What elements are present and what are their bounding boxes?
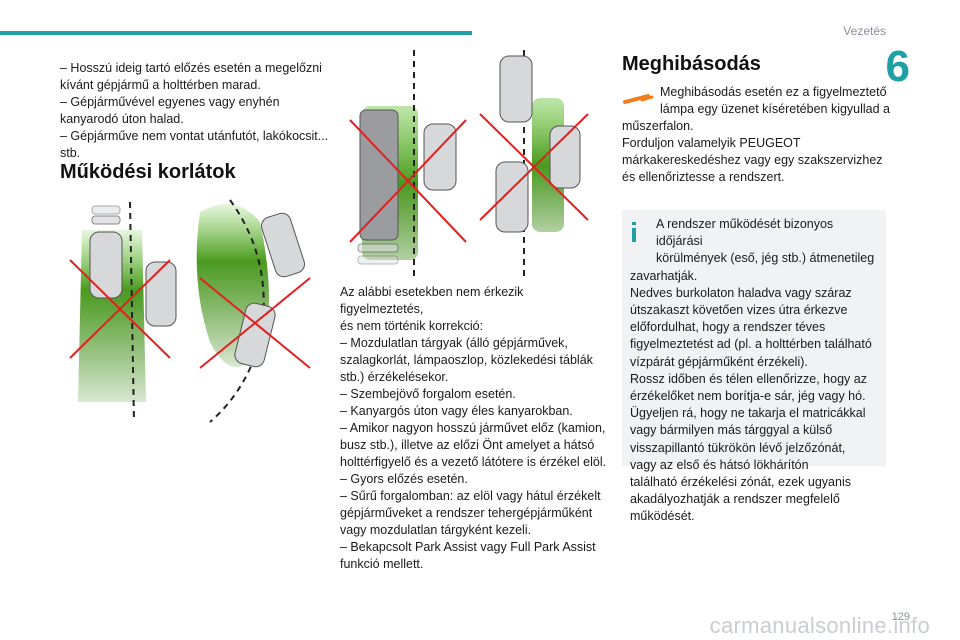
text-line: és nem történik korrekció: [340, 319, 484, 333]
info-icon [632, 222, 636, 242]
text-line: Forduljon valamelyik PEUGEOT [622, 136, 801, 150]
text-line: működését. [630, 509, 695, 524]
text-line: – Amikor nagyon hosszú járművet előz (ka… [340, 421, 606, 435]
text-line: – Bekapcsolt Park Assist vagy Full Park … [340, 540, 596, 554]
blind-spot-warning-icon [623, 94, 654, 104]
text-line: – Gyors előzés esetén. [340, 472, 468, 486]
info-text: A rendszer működését bizonyos időjárási … [630, 216, 880, 526]
text-line: Nedves burkolaton haladva vagy száraz [630, 285, 852, 300]
text-line: található érzékelési zónát, ezek ugyanis [630, 475, 851, 490]
text-line: – Kanyargós úton vagy éles kanyarokban. [340, 404, 573, 418]
text-line: Rossz időben és télen ellenőrizze, hogy … [630, 371, 867, 386]
text-line: érzékelőket nem borítja-e sár, jég vagy … [630, 389, 866, 404]
chapter-number: 6 [885, 42, 910, 91]
text-line: vagy bármilyen más tárggyal a külső [630, 423, 833, 438]
text-line: akadályozhatják a rendszer megfelelő [630, 492, 840, 507]
fault-text: műszerfalon. Forduljon valamelyik PEUGEO… [622, 118, 892, 186]
text-line: műszerfalon. [622, 119, 694, 133]
text-line: – Gépjárművével egyenes vagy enyhén [60, 95, 280, 109]
text-line: előfordulhat, hogy a rendszer téves [630, 320, 826, 335]
text-line: zavarhatják. [630, 268, 698, 283]
column-2: Az alábbi esetekben nem érkezik figyelme… [340, 284, 610, 573]
text-line: vízpárát gépjárműként érzékeli). [630, 354, 808, 369]
text-line: – Szembejövő forgalom esetén. [340, 387, 516, 401]
text-line: visszapillantó tükrökön lévő jelzőzónát, [630, 440, 846, 455]
text-line: stb.) érzékelésekor. [340, 370, 449, 384]
text-line: lámpa egy üzenet kíséretében kigyullad a [660, 102, 891, 116]
text-line: útszakaszt követően vizes útra érkezve [630, 303, 848, 318]
text-line: márkakereskedéshez vagy egy szakszervizh… [622, 153, 883, 167]
text-line: holttérfigyelő és a vezető látótere is é… [340, 455, 607, 469]
section-heading-fault: Meghibásodás [622, 53, 761, 75]
text-line: Meghibásodás esetén ez a figyelmeztető [660, 85, 887, 99]
text-line: stb. [60, 146, 81, 160]
text-line: A rendszer működését bizonyos időjárási [656, 217, 834, 249]
text-line: és ellenőriztesse a rendszert. [622, 170, 785, 184]
text-line: vagy az első és hátsó lökhárítón [630, 457, 809, 472]
limitations-figure-2 [349, 50, 589, 278]
fault-warning-text: Meghibásodás esetén ez a figyelmeztető l… [660, 84, 890, 118]
text-line: kívánt gépjármű a holttérben marad. [60, 78, 261, 92]
text-line: kanyarodó úton halad. [60, 112, 184, 126]
section-heading: Működési korlátok [60, 161, 236, 183]
text-line: busz stb.), illetve az előzi Önt amelyet… [340, 438, 595, 452]
text-line: Ügyeljen rá, hogy ne takarja el matricák… [630, 406, 866, 421]
text-line: körülmények (eső, jég stb.) átmenetileg [656, 251, 875, 266]
column-1: – Hosszú ideig tartó előzés esetén a meg… [60, 60, 330, 162]
text-line: – Sűrű forgalomban: az elöl vagy hátul é… [340, 489, 601, 503]
text-line: – Hosszú ideig tartó előzés esetén a meg… [60, 61, 322, 75]
text-line: Az alábbi esetekben nem érkezik figyelme… [340, 285, 524, 316]
text-line: funkció mellett. [340, 557, 424, 571]
limitations-figure-1 [69, 199, 311, 423]
text-line: szalagkorlát, lámpaoszlop, közlekedési t… [340, 353, 593, 367]
text-line: – Mozdulatlan tárgyak (álló gépjárművek, [340, 336, 568, 350]
text-line: vagy mozdulatlan tárgyként kezeli. [340, 523, 532, 537]
page-number: 129 [891, 611, 910, 623]
header-accent-bar [0, 31, 472, 35]
text-line: gépjárműveket a rendszer tehergépjárműké… [340, 506, 593, 520]
text-line: – Gépjárműve nem vontat utánfutót, lakók… [60, 129, 329, 143]
watermark: carmanualsonline.info [709, 613, 930, 638]
text-line: figyelmeztetést ad (pl. a holttérben tal… [630, 337, 872, 352]
info-box: A rendszer működését bizonyos időjárási … [622, 210, 886, 523]
section-title: Vezetés [843, 24, 886, 38]
